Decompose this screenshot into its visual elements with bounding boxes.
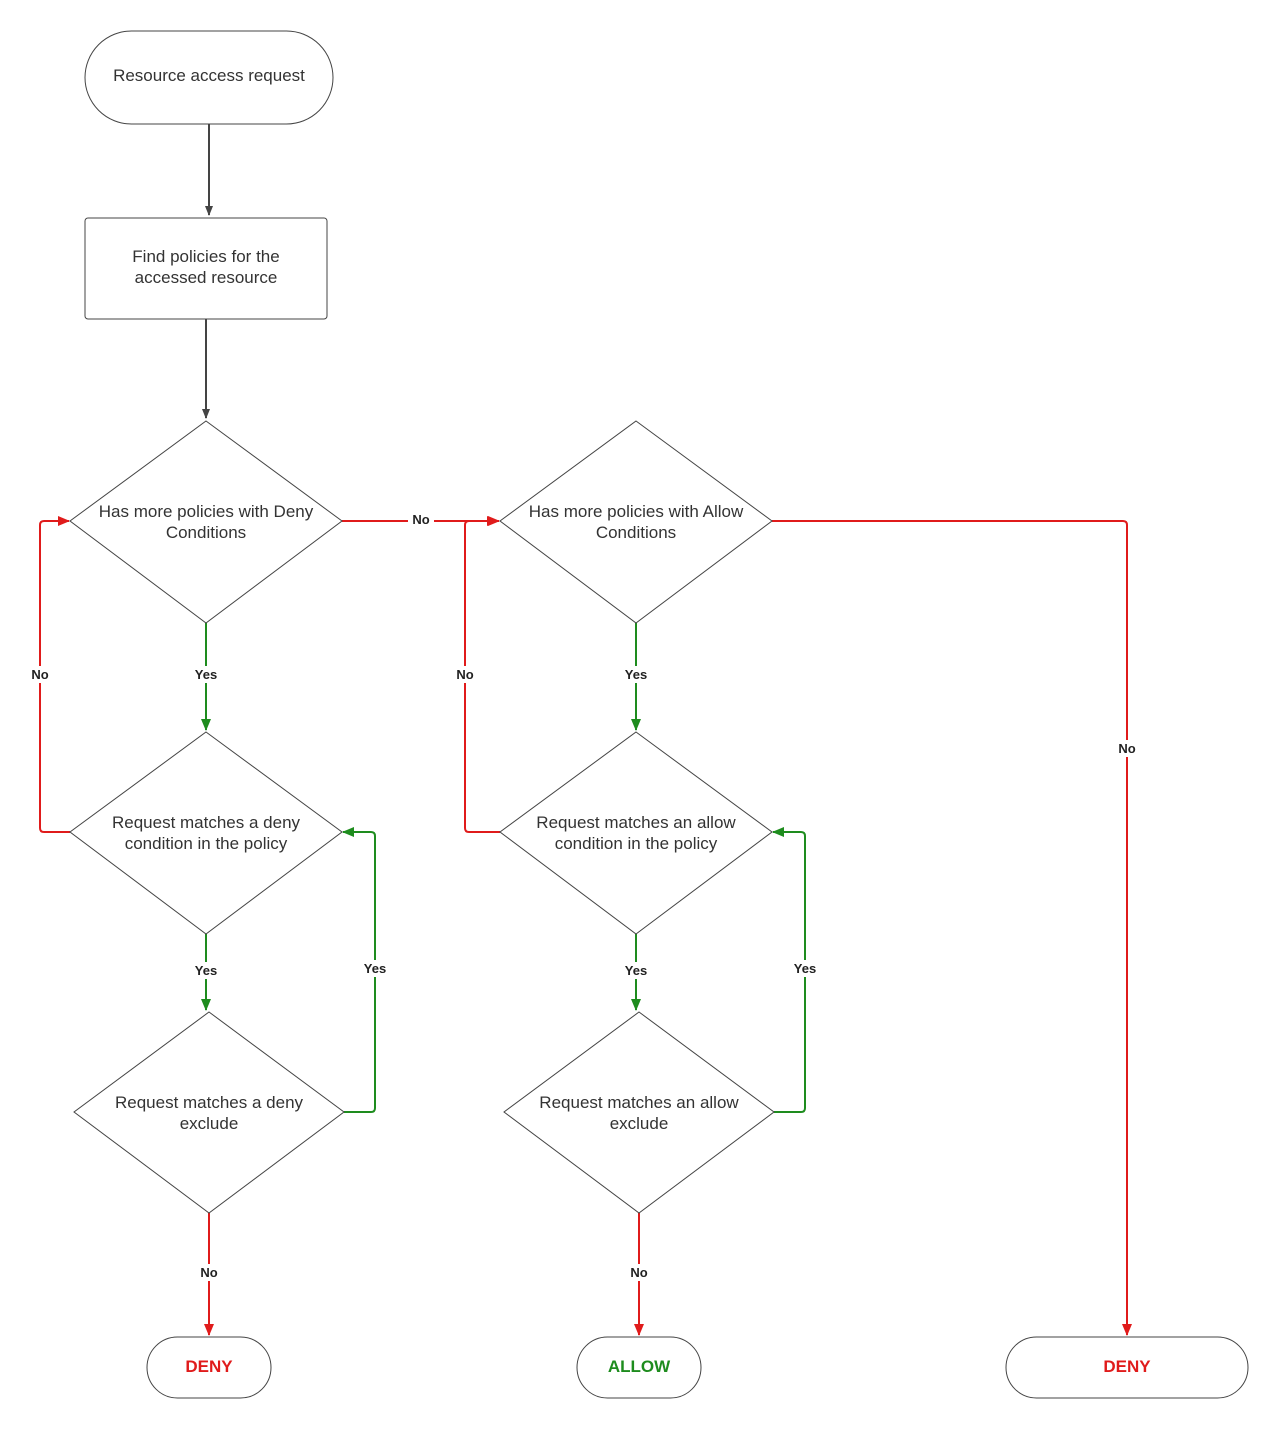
edge-labels: No Yes No Yes Yes No Yes No Yes Yes No N…: [27, 511, 1140, 1281]
edge-label-deny-exclude-no: No: [200, 1265, 217, 1280]
node-allow-match-line-2: condition in the policy: [555, 834, 718, 853]
node-deny-exclude-line-2: exclude: [180, 1114, 239, 1133]
node-deny-exclude-decision: Request matches a deny exclude: [73, 1011, 345, 1214]
node-deny-match-line-1: Request matches a deny: [112, 813, 301, 832]
edge-label-allow-more-yes: Yes: [625, 667, 647, 682]
node-find-policies-line-1: Find policies for the: [132, 247, 279, 266]
node-end-deny-1: DENY: [146, 1336, 272, 1399]
edge-label-deny-exclude-yes: Yes: [364, 961, 386, 976]
edge-label-deny-match-no: No: [31, 667, 48, 682]
node-start-label: Resource access request: [113, 66, 305, 85]
edge-label-allow-match-no: No: [456, 667, 473, 682]
edge-allow-more-no: [772, 520, 1132, 1336]
node-find-policies: Find policies for the accessed resource: [84, 217, 328, 320]
node-end-allow: ALLOW: [576, 1336, 702, 1399]
node-find-policies-line-2: accessed resource: [135, 268, 278, 287]
node-end-deny-2-label: DENY: [1103, 1357, 1151, 1376]
edge-label-allow-exclude-no: No: [630, 1265, 647, 1280]
node-allow-more-line-2: Conditions: [596, 523, 676, 542]
node-deny-exclude-line-1: Request matches a deny: [115, 1093, 304, 1112]
node-allow-exclude-line-2: exclude: [610, 1114, 669, 1133]
edge-label-allow-exclude-yes: Yes: [794, 961, 816, 976]
edge-label-deny-more-yes: Yes: [195, 667, 217, 682]
node-end-allow-label: ALLOW: [608, 1357, 671, 1376]
node-end-deny-2: DENY: [1005, 1336, 1249, 1399]
node-deny-more-decision: Has more policies with Deny Conditions: [69, 420, 343, 624]
node-allow-exclude-line-1: Request matches an allow: [539, 1093, 739, 1112]
node-allow-more-line-1: Has more policies with Allow: [529, 502, 744, 521]
node-deny-more-line-2: Conditions: [166, 523, 246, 542]
edge-label-allow-more-no: No: [1118, 741, 1135, 756]
edge-label-deny-match-yes: Yes: [195, 963, 217, 978]
node-allow-match-decision: Request matches an allow condition in th…: [499, 731, 773, 935]
node-allow-match-line-1: Request matches an allow: [536, 813, 736, 832]
node-deny-match-line-2: condition in the policy: [125, 834, 288, 853]
node-deny-more-line-1: Has more policies with Deny: [99, 502, 314, 521]
edge-label-allow-match-yes: Yes: [625, 963, 647, 978]
node-start: Resource access request: [84, 30, 334, 125]
edge-label-deny-more-no: No: [412, 512, 429, 527]
node-allow-exclude-decision: Request matches an allow exclude: [503, 1011, 775, 1214]
node-allow-more-decision: Has more policies with Allow Conditions: [499, 420, 773, 624]
node-end-deny-1-label: DENY: [185, 1357, 233, 1376]
node-deny-match-decision: Request matches a deny condition in the …: [69, 731, 343, 935]
